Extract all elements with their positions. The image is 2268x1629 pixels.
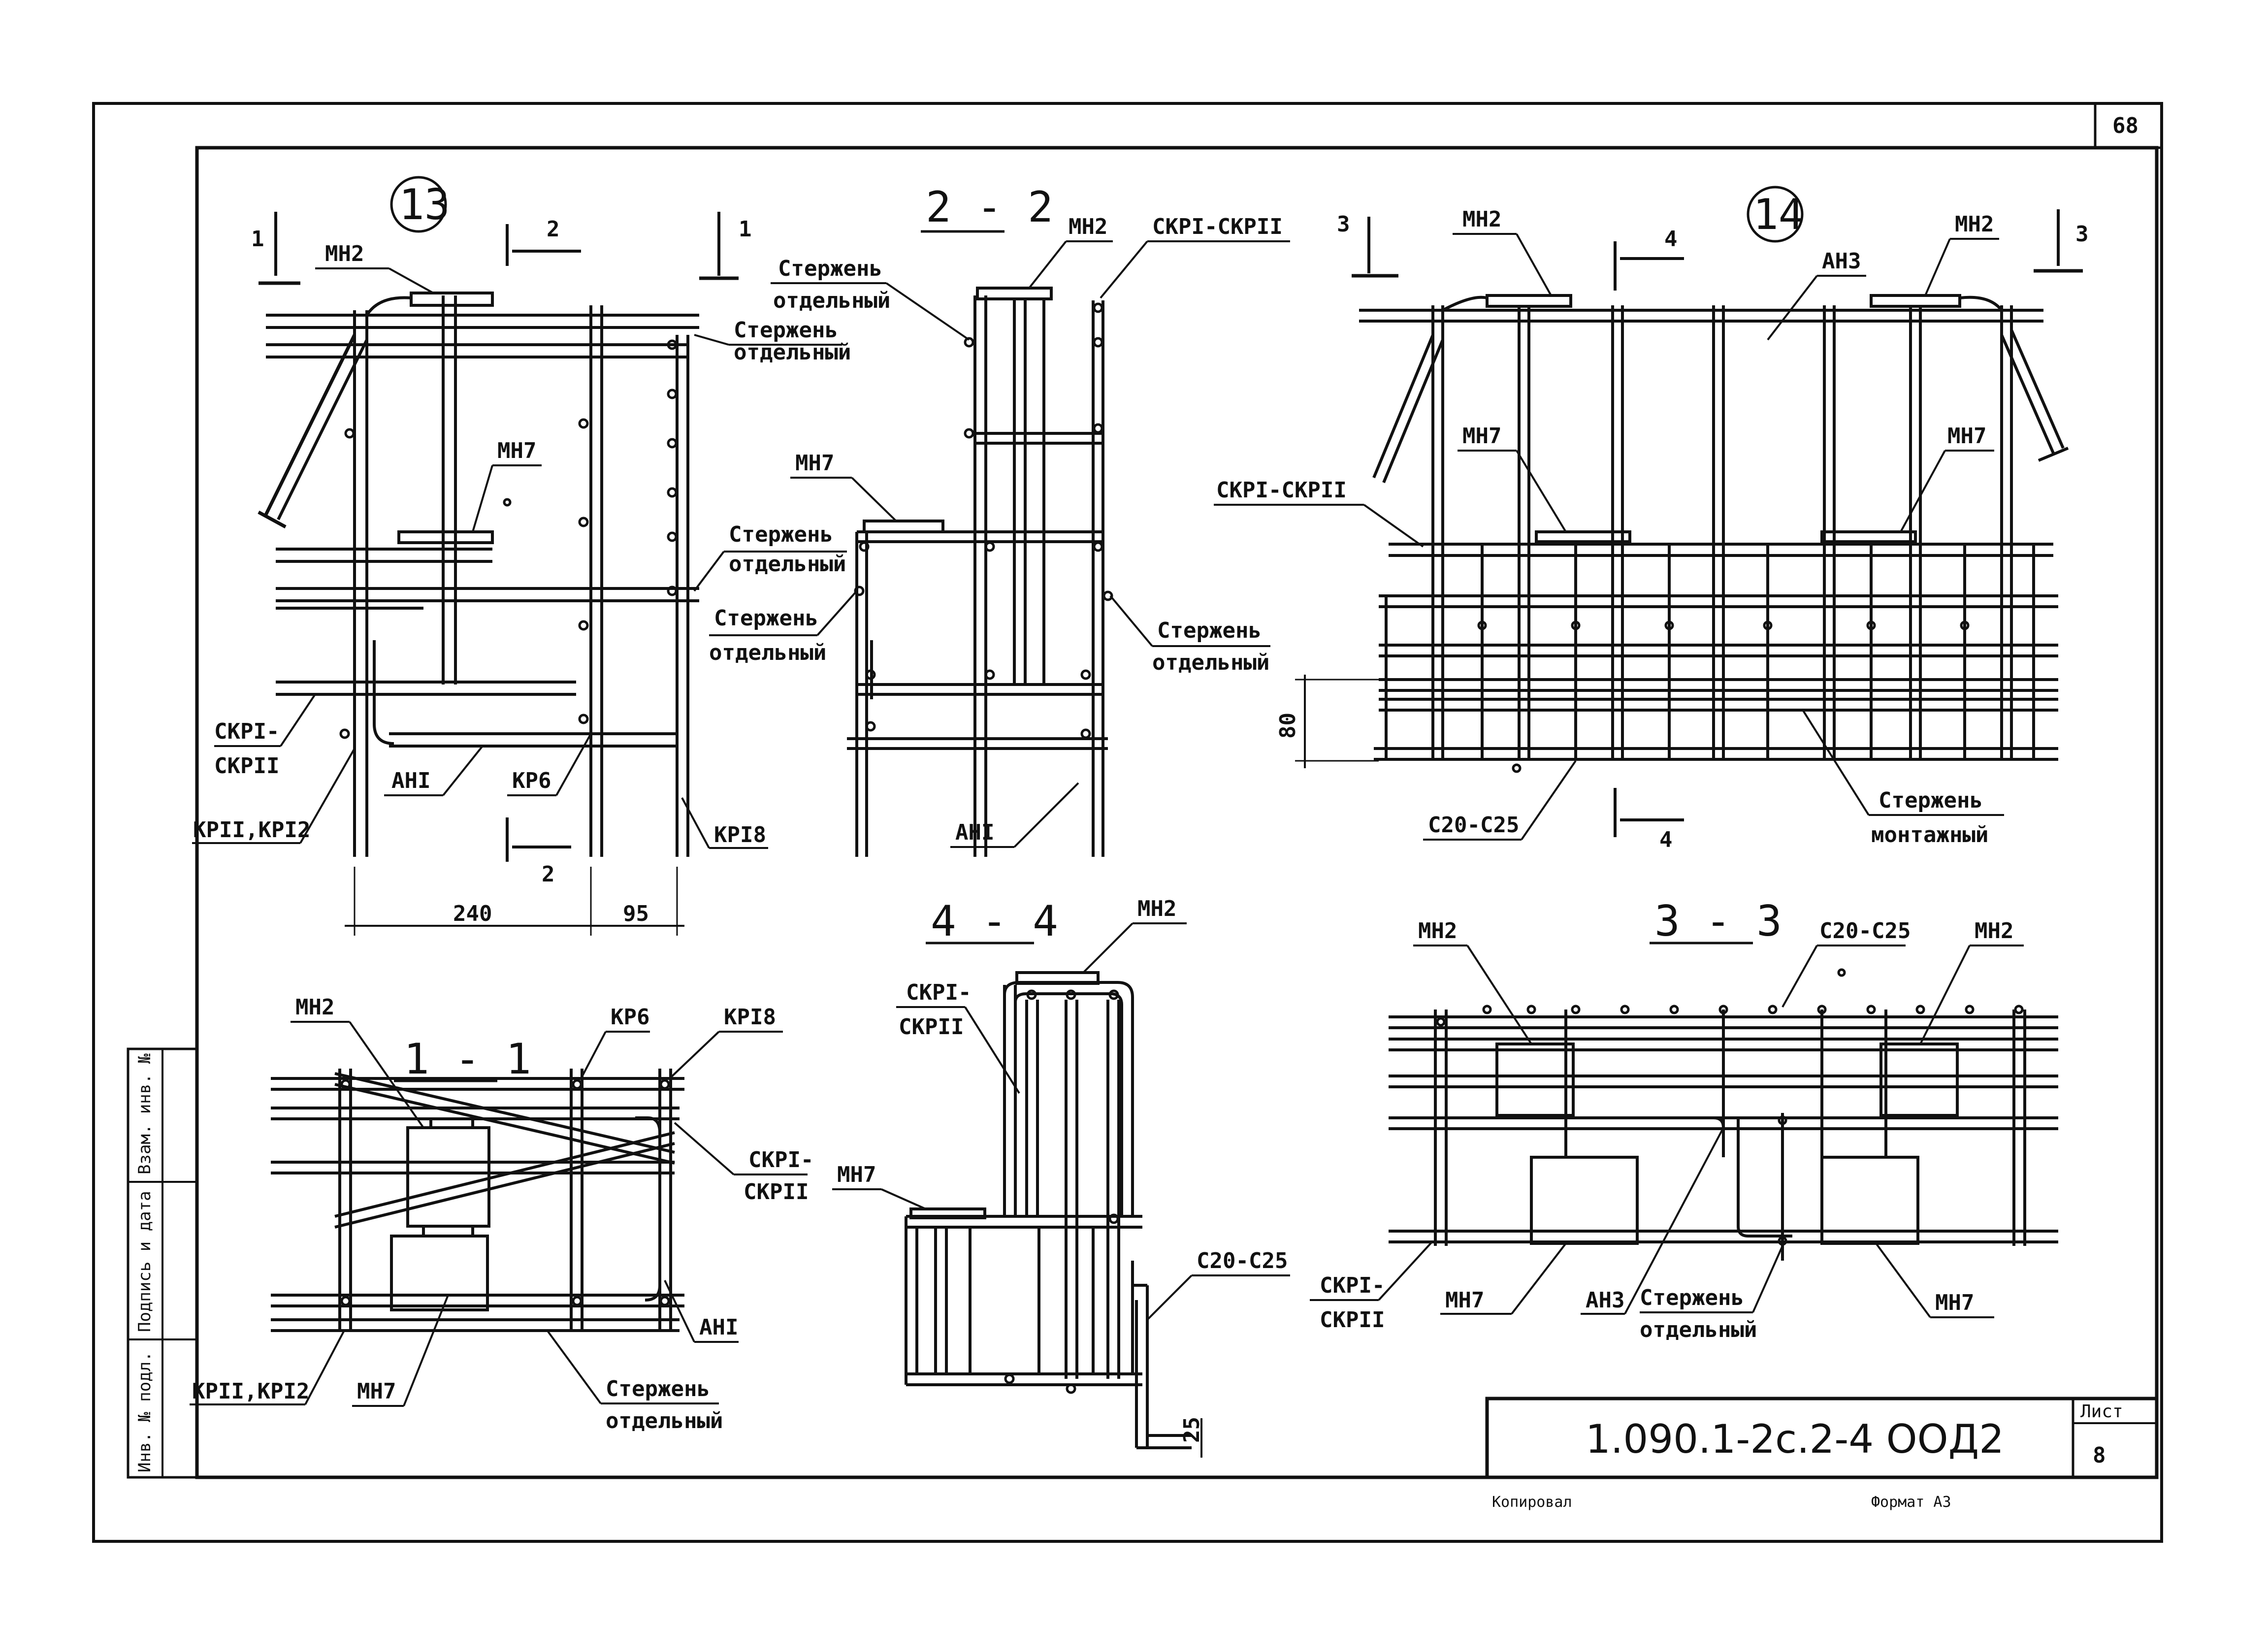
- dim-95: 95: [623, 901, 649, 926]
- n13-kr18: КРI8: [714, 822, 766, 847]
- n13-mn2: МН2: [325, 241, 364, 266]
- stamp-signature: Подпись и дата: [135, 1191, 155, 1332]
- title-block: 1.090.1-2с.2-4 ООД2 Лист 8 Копировал Фор…: [1485, 1397, 2159, 1511]
- n13-kr6: КР6: [512, 768, 551, 793]
- sec11-kr18: КРI8: [724, 1005, 776, 1030]
- stamp-inv-no: Инв. № подл.: [135, 1351, 155, 1472]
- section-4-4: 4 - 4: [832, 896, 1290, 1458]
- sec11-an1: АНI: [699, 1315, 738, 1340]
- sec11-rod-b: отдельный: [606, 1408, 723, 1434]
- n14-mn7-right: МН7: [1947, 424, 1986, 449]
- sec22-mn2: МН2: [1069, 214, 1107, 239]
- n13-mn7: МН7: [497, 438, 536, 463]
- dim-80: 80: [1275, 713, 1300, 739]
- node-13-number: 13: [399, 180, 450, 229]
- n14-rod-a: Стержень: [1879, 788, 1983, 813]
- sheet-value: 8: [2093, 1443, 2106, 1468]
- sec22-rod2-b: отдельный: [709, 640, 826, 665]
- cut4-bottom-label: 4: [1659, 827, 1673, 852]
- sec11-rod-a: Стержень: [606, 1376, 710, 1401]
- cut3-right-label: 3: [2075, 222, 2089, 247]
- cut2-top-label: 2: [547, 217, 560, 242]
- cut4-top-label: 4: [1664, 227, 1678, 252]
- section-3-3: 3 - 3: [1310, 897, 2058, 1342]
- sec33-an3: АН3: [1586, 1288, 1624, 1313]
- sec11-title: 1 - 1: [404, 1035, 531, 1084]
- copied-label: Копировал: [1492, 1494, 1572, 1511]
- n14-mn2-right: МН2: [1955, 212, 1994, 237]
- node-13-view: 13 1 1 2 2: [192, 176, 851, 936]
- section-2-2: 2 - 2: [709, 183, 1290, 857]
- sec33-mn7-right: МН7: [1935, 1290, 1974, 1315]
- n13-an1: АНI: [391, 768, 430, 793]
- n14-an3: АН3: [1822, 249, 1861, 274]
- sec44-skr-a: СКРI-: [906, 980, 971, 1005]
- dim-25: 25: [1179, 1417, 1204, 1443]
- sec11-kr6: КР6: [611, 1005, 649, 1030]
- sec33-mn2-right: МН2: [1975, 918, 2013, 944]
- sec33-rod-b: отдельный: [1640, 1317, 1757, 1342]
- sec22-rod3-a: Стержень: [1157, 618, 1262, 643]
- document-code: 1.090.1-2с.2-4 ООД2: [1586, 1416, 2004, 1462]
- n14-mn2-left: МН2: [1462, 207, 1501, 232]
- sec22-mn7: МН7: [795, 451, 834, 476]
- n14-skr: СКРI-СКРII: [1216, 478, 1347, 503]
- section-1-1: 1 - 1: [190, 995, 813, 1434]
- sec33-rod-a: Стержень: [1640, 1285, 1744, 1310]
- node-13-circle: [390, 176, 447, 233]
- sec22-rod-a: Стержень: [778, 256, 882, 281]
- outer-frame: [92, 102, 2163, 1543]
- cut1-left-label: 1: [251, 227, 264, 252]
- sec44-skr-b: СКРII: [899, 1014, 964, 1040]
- n13-rod1-a: Стержень: [734, 318, 838, 343]
- sec44-mn2: МН2: [1137, 896, 1176, 921]
- sec33-mn7-left: МН7: [1445, 1288, 1484, 1313]
- n13-skr-a: СКРI-: [214, 719, 279, 744]
- cut2-bottom-label: 2: [542, 862, 555, 887]
- stamp-replace: Взам. инв. №: [135, 1053, 155, 1174]
- inner-frame: [195, 146, 2159, 1479]
- n13-rod2-b: отдельный: [729, 552, 846, 577]
- n14-rod-b: монтажный: [1871, 822, 1988, 847]
- top-number-box: [2094, 102, 2163, 149]
- sec22-title: 2 - 2: [926, 183, 1053, 232]
- sec22-an1: АНI: [955, 820, 994, 845]
- sec22-rod3-b: отдельный: [1152, 650, 1269, 675]
- sec44-c20: С20-С25: [1197, 1248, 1288, 1273]
- sheet-label: Лист: [2080, 1401, 2123, 1422]
- sec11-mn7: МН7: [357, 1379, 396, 1404]
- sec44-title: 4 - 4: [931, 897, 1058, 946]
- node-14-view: 14 3 3 4 4: [1214, 186, 2089, 852]
- node-14-circle: [1747, 186, 1804, 243]
- n13-kr11: КРII,КРI2: [193, 817, 310, 843]
- sec22-rod2-a: Стержень: [714, 606, 818, 631]
- sec11-kr11: КРII,КРI2: [192, 1379, 309, 1404]
- n14-mn7-left: МН7: [1462, 424, 1501, 449]
- sec11-skr-a: СКРI-: [748, 1147, 813, 1173]
- cut3-left-label: 3: [1337, 212, 1350, 237]
- cut1-right-label: 1: [739, 217, 752, 242]
- sec44-mn7: МН7: [837, 1162, 876, 1187]
- sec33-title: 3 - 3: [1654, 897, 1782, 946]
- sec11-skr-b: СКРII: [744, 1179, 809, 1205]
- n13-rod1-b: отдельный: [734, 340, 851, 365]
- sec33-skr-b: СКРII: [1320, 1307, 1385, 1333]
- node-14-number: 14: [1753, 190, 1804, 239]
- n13-skr-b: СКРII: [214, 753, 279, 779]
- sec33-c20: С20-С25: [1819, 918, 1911, 944]
- sec22-skr: СКРI-СКРII: [1152, 214, 1283, 239]
- n13-rod2-a: Стержень: [729, 522, 833, 547]
- sec11-mn2: МН2: [295, 995, 334, 1020]
- side-stamp: Инв. № подл. Подпись и дата Взам. инв. №: [127, 1047, 198, 1479]
- sec33-skr-a: СКРI-: [1320, 1273, 1385, 1298]
- n14-c20: С20-С25: [1428, 813, 1519, 838]
- format-label: Формат А3: [1871, 1494, 1951, 1511]
- sec33-mn2-left: МН2: [1418, 918, 1457, 944]
- dim-240: 240: [453, 901, 492, 926]
- sec22-rod-b: отдельный: [773, 288, 890, 313]
- top-sheet-number: 68: [2112, 113, 2138, 138]
